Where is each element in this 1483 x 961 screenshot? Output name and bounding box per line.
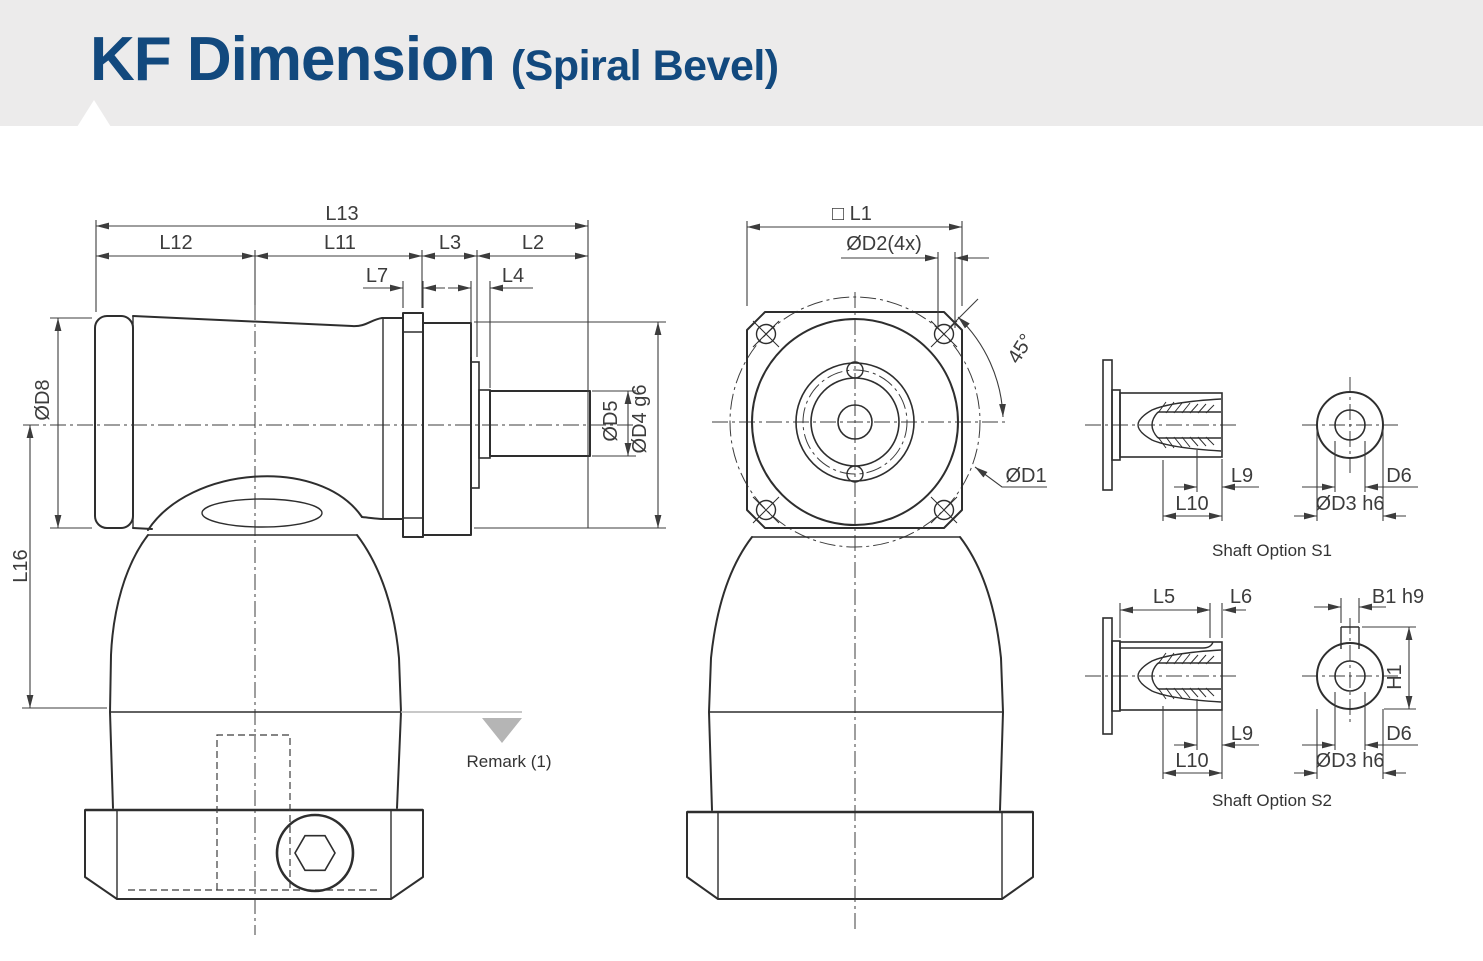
s1-caption: Shaft Option S1 [1212,541,1332,560]
dim-l1: □ L1 [832,203,872,225]
title-main: KF Dimension [90,25,496,94]
dim-d4g6: ØD4 g6 [629,385,651,454]
dim-d2: ØD2(4x) [846,233,922,255]
dim-l4: L4 [502,265,524,287]
dim-l11: L11 [324,232,356,254]
dim-d8: ØD8 [32,379,54,420]
s1-end-view [1302,377,1398,473]
s2-dimensions: L5 L6 B1 h9 H1 L9 L10 D6 ØD3 h6 [1119,586,1424,779]
shaft-option-s1: L9 L10 D6 ØD3 h6 Shaft Option S1 [1085,359,1418,560]
s1-dimensions: L9 L10 D6 ØD3 h6 [1162,430,1418,521]
s1-side-view [1085,359,1237,491]
dim-d5: ØD5 [600,400,622,441]
front-view-dimensions: □ L1 ØD2(4x) 45° ØD1 [746,203,1047,488]
title-subtitle: (Spiral Bevel) [510,42,779,90]
dim-l7: L7 [366,265,388,287]
s2-dim-l9: L9 [1231,723,1253,745]
s2-dim-l5: L5 [1153,586,1175,608]
s2-end-view [1302,618,1398,724]
s1-dim-l9: L9 [1231,465,1253,487]
front-view-centerlines [712,292,1008,932]
front-view: □ L1 ØD2(4x) 45° ØD1 [686,203,1047,932]
remark-callout: Remark (1) [401,711,552,771]
dim-l3: L3 [439,232,461,254]
dim-l12: L12 [159,232,192,254]
dim-l2: L2 [522,232,544,254]
page-title: KF Dimension (Spiral Bevel) [90,24,779,95]
front-view-outline [686,311,1034,900]
s2-dim-l6: L6 [1230,586,1252,608]
dim-45deg: 45° [1004,330,1039,367]
dim-d1: ØD1 [1005,465,1046,487]
s2-dim-d3: ØD3 h6 [1316,750,1385,772]
remark-label: Remark (1) [466,752,551,771]
s2-dim-b1: B1 h9 [1372,586,1424,608]
header-notch [77,100,111,127]
s2-side-view [1085,617,1237,735]
dim-l13: L13 [325,203,358,225]
dim-l16: L16 [10,549,32,582]
side-view-centerlines [23,250,640,935]
s2-dim-d6: D6 [1386,723,1412,745]
s2-dim-l10: L10 [1175,750,1208,772]
s1-dim-d6: D6 [1386,465,1412,487]
s2-dim-h1: H1 [1384,664,1406,690]
side-view: L13 L12 L11 L3 L2 L7 L4 ØD8 L16 ØD5 ØD4 … [10,203,666,935]
s1-dim-l10: L10 [1175,493,1208,515]
remark-arrow-icon [482,718,522,743]
side-view-outline [84,312,591,900]
flange-bolt-holes [752,320,958,524]
page-header [0,0,1483,126]
s2-caption: Shaft Option S2 [1212,791,1332,810]
side-view-dimensions: L13 L12 L11 L3 L2 L7 L4 ØD8 L16 ØD5 ØD4 … [10,203,666,709]
s1-dim-d3: ØD3 h6 [1316,493,1385,515]
shaft-option-s2: L5 L6 B1 h9 H1 L9 L10 D6 ØD3 h6 Shaft Op… [1085,586,1424,810]
